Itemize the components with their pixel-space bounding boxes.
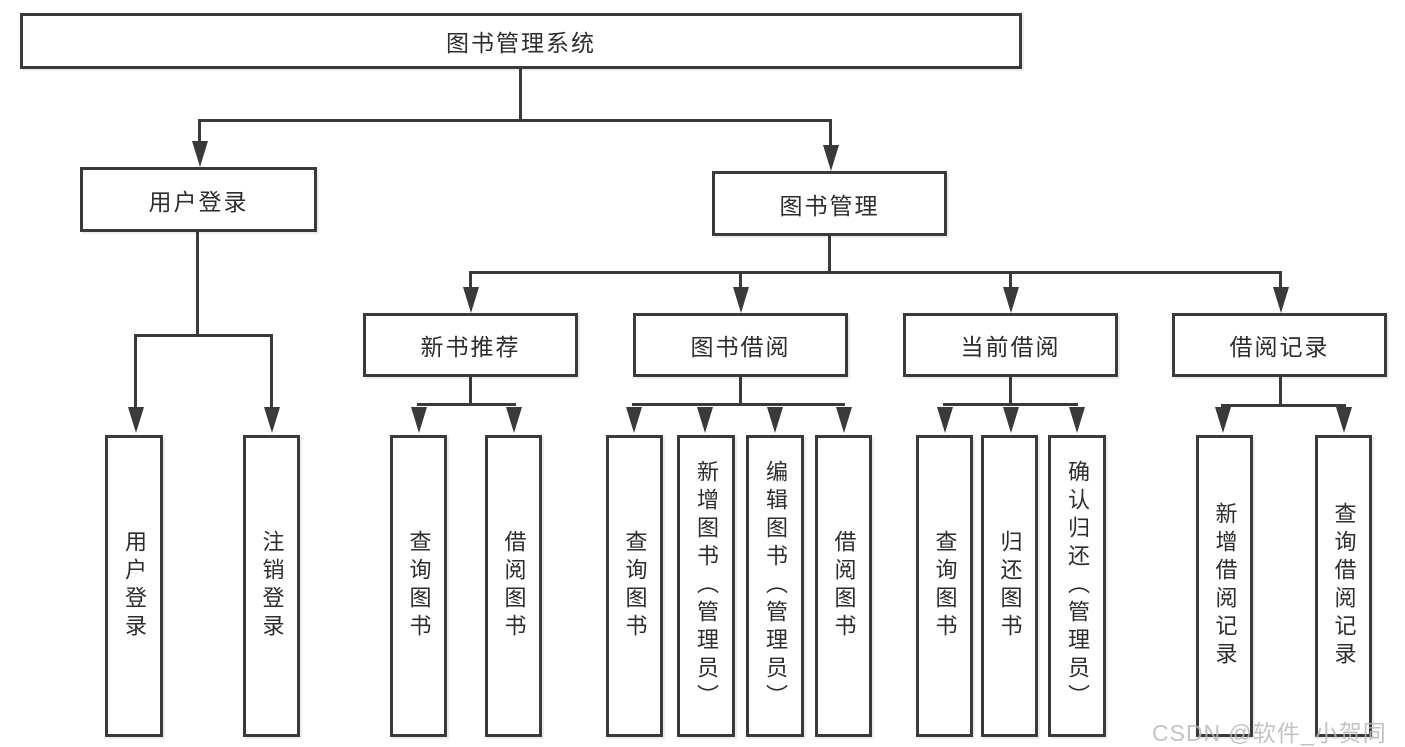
connector-line [198,119,832,122]
arrow-down-icon [836,407,852,433]
connector-line [739,376,742,405]
connector-line [1009,273,1012,289]
arrow-down-icon [1336,407,1352,433]
csdn-watermark: CSDN @软件_小贺同学 [1152,720,1387,746]
arrow-down-icon [128,407,144,433]
arrow-down-icon [1273,287,1289,313]
arrow-down-icon [733,287,749,313]
arrow-down-icon [937,407,953,433]
arrow-down-icon [1215,407,1231,433]
node-current-borrowing: 当前借阅 [903,313,1118,377]
arrow-down-icon [767,407,783,433]
leaf-add-books-admin: 新增图书（管理员） [677,435,735,737]
connector-line [469,376,472,405]
arrow-down-icon [1003,407,1019,433]
leaf-query-books-borrowing: 查询图书 [606,435,663,737]
leaf-user-login: 用户登录 [105,435,163,737]
leaf-borrow-books-recommend: 借阅图书 [485,435,542,737]
connector-line [519,68,522,120]
arrow-down-icon [264,407,280,433]
arrow-down-icon [1069,407,1085,433]
connector-line [469,271,1282,274]
connector-line [198,121,201,143]
arrow-down-icon [192,141,208,167]
arrow-down-icon [823,145,839,171]
leaf-query-borrow-record: 查询借阅记录 [1315,435,1372,737]
leaf-add-borrow-record: 新增借阅记录 [1196,435,1253,737]
arrow-down-icon [1003,287,1019,313]
node-new-book-recommend: 新书推荐 [363,313,578,377]
arrow-down-icon [697,407,713,433]
node-book-management: 图书管理 [712,171,947,236]
connector-line [1009,376,1012,405]
leaf-query-books-current: 查询图书 [916,435,973,737]
leaf-confirm-return-admin: 确认归还（管理员） [1048,435,1106,737]
leaf-borrow-books-borrowing: 借阅图书 [815,435,872,737]
node-user-login: 用户登录 [80,167,317,232]
arrow-down-icon [463,287,479,313]
connector-line [632,403,845,406]
connector-line [134,336,137,409]
connector-line [1279,376,1282,407]
node-book-borrowing: 图书借阅 [633,313,848,377]
node-root: 图书管理系统 [20,13,1022,69]
leaf-logout: 注销登录 [243,435,300,737]
connector-line [739,273,742,289]
arrow-down-icon [626,407,642,433]
connector-line [829,121,832,147]
connector-line [943,403,1078,406]
connector-line [828,234,831,273]
node-borrow-records: 借阅记录 [1172,313,1387,377]
leaf-edit-books-admin: 编辑图书（管理员） [746,435,804,737]
connector-line [134,334,273,337]
connector-line [469,273,472,289]
connector-line [1221,404,1346,407]
leaf-query-books-recommend: 查询图书 [390,435,447,737]
connector-line [1279,273,1282,289]
connector-line [196,231,199,336]
arrow-down-icon [411,407,427,433]
connector-line [270,336,273,409]
arrow-down-icon [506,407,522,433]
connector-line [417,403,516,406]
leaf-return-books: 归还图书 [981,435,1038,737]
